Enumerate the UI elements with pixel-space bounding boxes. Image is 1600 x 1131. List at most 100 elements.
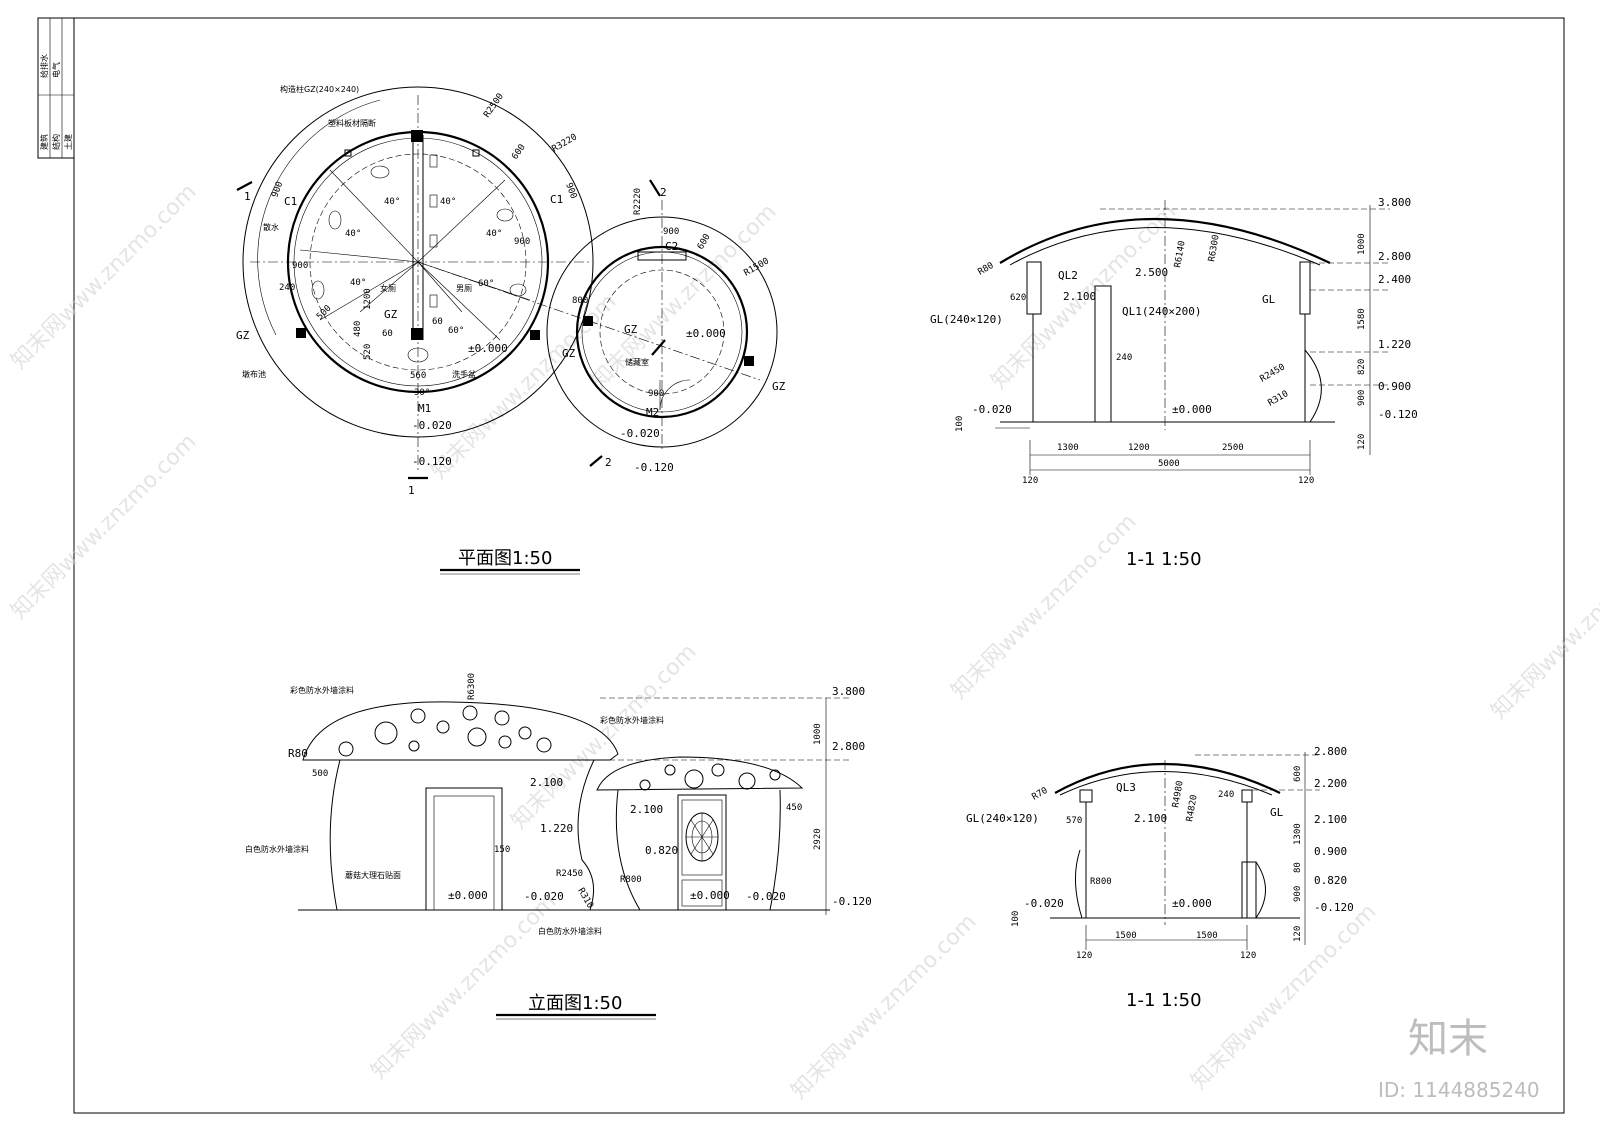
section-1-lower: 2.800 2.200 2.100 2.100 0.900 0.820 -0.1… <box>966 745 1354 1011</box>
plan-label-40c: 40° <box>345 229 361 239</box>
plan-label-1200: 1200 <box>363 288 373 310</box>
plan-title: 平面图1:50 <box>458 548 552 569</box>
s1-e2100: 2.100 <box>1063 290 1096 303</box>
plan-label-r1500: R1500 <box>743 256 771 278</box>
plan-label-560: 560 <box>410 371 426 381</box>
plan-label-600b: 600 <box>696 232 713 251</box>
elev-r6300: R6300 <box>467 673 477 700</box>
s2-ql3: QL3 <box>1116 781 1136 794</box>
s2-1500a: 1500 <box>1115 931 1137 941</box>
gz-column <box>411 130 423 142</box>
plan-label-900c: 900 <box>292 261 308 271</box>
plan-label-m1: M1 <box>418 402 431 415</box>
s2-e0000: ±0.000 <box>1172 897 1212 910</box>
section1-title: 1-1 1:50 <box>1126 549 1202 570</box>
section2-title: 1-1 1:50 <box>1126 990 1202 1011</box>
s1-e2400: 2.400 <box>1378 273 1411 286</box>
cut-mark-1b: 1 <box>408 484 415 497</box>
plan-label-900b: 900 <box>563 182 578 201</box>
watermark-text: 知末网www.znzmo.com <box>7 429 202 624</box>
plan-label-gz5: GZ <box>772 380 786 393</box>
s1-ql2: QL2 <box>1058 269 1078 282</box>
s2-e0020: -0.020 <box>1024 897 1064 910</box>
elev-r800: R800 <box>620 875 642 885</box>
plan-label-c1a: C1 <box>284 195 297 208</box>
s1-gl2: GL <box>1262 293 1276 306</box>
plan-label-40a: 40° <box>384 197 400 207</box>
elev-paint1: 彩色防水外墙涂料 <box>290 685 354 695</box>
logo-mark: 知末 <box>1408 1016 1488 1062</box>
cut-mark-2b: 2 <box>605 456 612 469</box>
plan-label-gz2: GZ <box>384 308 398 321</box>
plan-label-60b: 60 <box>432 317 443 327</box>
s1-r310: R310 <box>1267 389 1291 409</box>
plan-label-c1b: C1 <box>550 193 563 206</box>
s1-d620: 620 <box>1010 293 1026 303</box>
s1-e0900: 0.900 <box>1378 380 1411 393</box>
plan-label-30: 30° <box>414 388 430 398</box>
plan-label-40b: 40° <box>440 197 456 207</box>
plan-label-600a: 600 <box>510 143 528 162</box>
elev-e0000a: ±0.000 <box>448 889 488 902</box>
elev-r80: R80 <box>288 747 308 760</box>
plan-label-mop: 墩布池 <box>242 369 266 379</box>
plan-label-gz3: GZ <box>562 347 576 360</box>
s2-e2200: 2.200 <box>1314 777 1347 790</box>
elev-white2: 白色防水外墙涂料 <box>538 926 602 936</box>
plan-label-sewage: 散水 <box>263 222 279 232</box>
titleblock-1: 给排水 <box>39 54 49 78</box>
s1-gl1: GL(240×120) <box>930 313 1003 326</box>
gz-column <box>583 316 593 326</box>
s1-e0120: -0.120 <box>1378 408 1418 421</box>
plan-label-r2220: R2220 <box>633 188 643 215</box>
elev-e2800: 2.800 <box>832 740 865 753</box>
elev-e3800: 3.800 <box>832 685 865 698</box>
s2-1500b: 1500 <box>1196 931 1218 941</box>
plan-label-e020a: -0.020 <box>412 419 452 432</box>
s2-r70: R70 <box>1031 786 1050 803</box>
s2-900: 900 <box>1293 886 1303 902</box>
s1-d820: 820 <box>1357 359 1367 375</box>
elevation-drawing: R6300 彩色防水外墙涂料 彩色防水外墙涂料 白色防水外墙涂料 白色防水外墙涂… <box>245 673 872 1020</box>
s2-r4980: R4980 <box>1171 780 1186 808</box>
s2-e0820: 0.820 <box>1314 874 1347 887</box>
plan-label-basin: 洗手盆 <box>452 369 476 379</box>
plan-label-female: 女厕 <box>380 283 396 293</box>
plan-label-m2: M2 <box>646 406 659 419</box>
s2-e2800: 2.800 <box>1314 745 1347 758</box>
elev-e0820: 0.820 <box>645 844 678 857</box>
s1-e3800: 3.800 <box>1378 196 1411 209</box>
s2-r4820: R4820 <box>1185 794 1200 822</box>
elev-stone: 蘑菇大理石贴面 <box>345 870 401 880</box>
gz-column <box>530 330 540 340</box>
watermark-text: 知末网www.znzmo.com <box>507 639 702 834</box>
plan-label-500: 500 <box>315 304 334 323</box>
s1-r6140: R6140 <box>1173 240 1188 268</box>
s2-570: 570 <box>1066 816 1082 826</box>
cut-mark-2a: 2 <box>660 186 667 199</box>
plan-label-e020b: -0.020 <box>620 427 660 440</box>
gz-column <box>744 356 754 366</box>
elevation-title: 立面图1:50 <box>528 993 622 1014</box>
s1-d2500: 2500 <box>1222 443 1244 453</box>
s1-d120c: 120 <box>1298 476 1314 486</box>
s2-120c: 120 <box>1240 951 1256 961</box>
watermark-text: 知末网www.znzmo.com <box>1487 529 1600 724</box>
elev-e0020a: -0.020 <box>524 890 564 903</box>
s2-240: 240 <box>1218 790 1234 800</box>
s1-d120b: 120 <box>1022 476 1038 486</box>
plan-label-900e: 900 <box>663 227 679 237</box>
plan-label-40d: 40° <box>486 229 502 239</box>
s2-120a: 120 <box>1293 926 1303 942</box>
s1-d100: 100 <box>955 416 965 432</box>
s1-d1200: 1200 <box>1128 443 1150 453</box>
watermark-text: 知末网www.znzmo.com <box>367 889 562 1084</box>
plan-label-storage: 储藏室 <box>625 357 649 367</box>
elev-1000: 1000 <box>813 723 823 745</box>
s2-e2100a: 2.100 <box>1314 813 1347 826</box>
plan-label-40e: 40° <box>350 278 366 288</box>
section-1-upper: 3.800 2.800 2.400 1.220 0.900 -0.120 2.5… <box>930 196 1418 570</box>
cut-mark-1a: 1 <box>244 190 251 203</box>
plan-label-partition: 塑料板材隔断 <box>328 118 376 128</box>
s2-1300: 1300 <box>1293 823 1303 845</box>
